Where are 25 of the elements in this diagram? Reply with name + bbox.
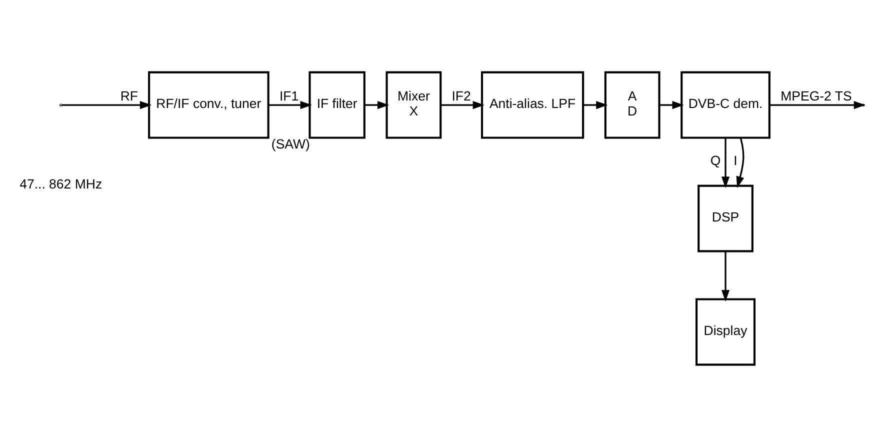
edge-label: I — [734, 152, 738, 168]
node-box: IF filter — [308, 71, 366, 139]
label: 47... 862 MHz — [20, 176, 102, 192]
edge-label: IF2 — [452, 88, 471, 104]
node-box: DVB-C dem. — [680, 71, 770, 139]
node-box: A D — [604, 71, 660, 139]
arrow — [364, 100, 390, 110]
arrow — [268, 100, 312, 110]
arrow — [736, 138, 744, 188]
node-box: Display — [696, 298, 756, 366]
node-box: DSP — [698, 184, 754, 252]
edge-label: Q — [710, 152, 721, 168]
arrow — [62, 100, 152, 110]
edge-label: IF1 — [279, 88, 299, 104]
arrow — [721, 251, 730, 302]
node-box: RF/IF conv., tuner — [148, 71, 270, 139]
arrow — [659, 100, 684, 110]
edge-label: RF — [120, 88, 138, 104]
edge-label: MPEG-2 TS — [780, 88, 852, 104]
arrow — [721, 138, 730, 188]
node-box: Anti-alias. LPF — [480, 71, 584, 139]
arrow — [440, 100, 484, 110]
node-box: Mixer X — [386, 71, 442, 139]
node-label: (SAW) — [271, 136, 310, 152]
arrow — [583, 100, 608, 110]
